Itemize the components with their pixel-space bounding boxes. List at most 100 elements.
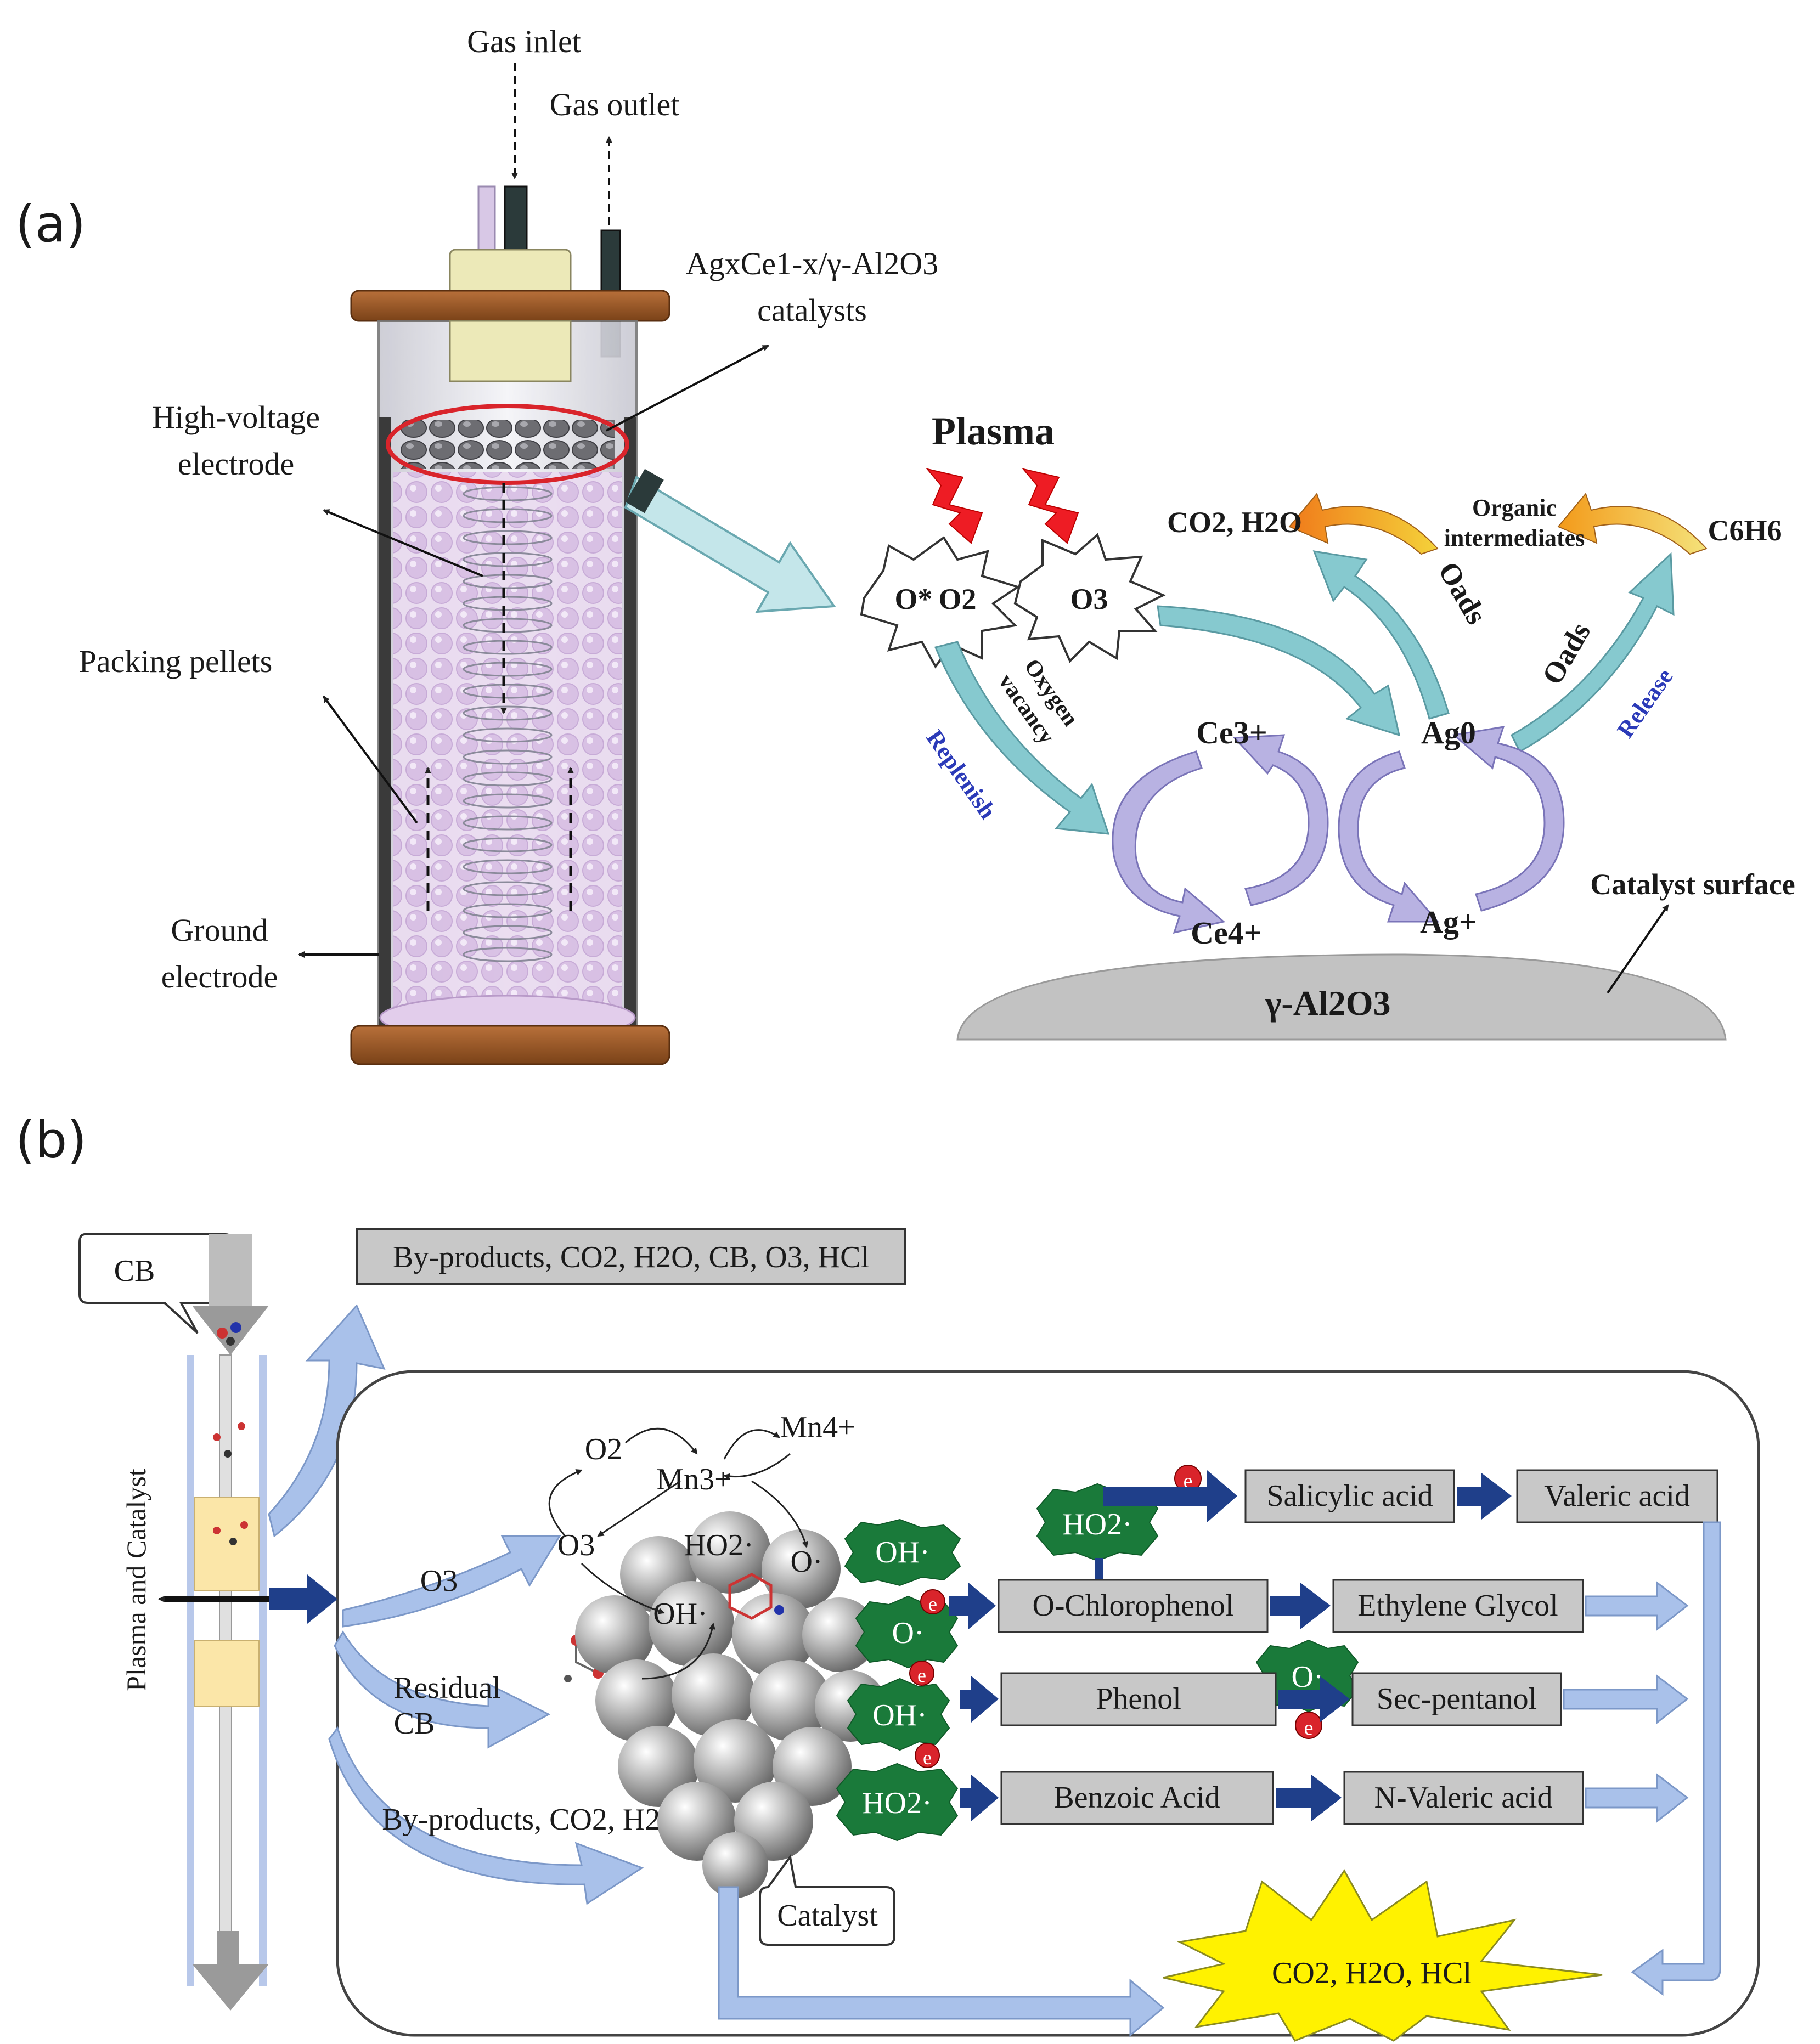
residual-cb-arrow: [334, 1630, 551, 1749]
tube-left-wall: [187, 1355, 194, 1986]
release-label: Release: [1611, 664, 1678, 743]
catalyst-highlight-ring: [386, 404, 629, 485]
svg-text:Sec-pentanol: Sec-pentanol: [1377, 1682, 1537, 1716]
o3-burst: [1013, 533, 1166, 663]
hv-pointer: [323, 509, 483, 577]
ground-electrode-label-2: electrode: [161, 959, 278, 995]
svg-text:O·: O·: [1291, 1660, 1323, 1694]
svg-text:e: e: [928, 1593, 937, 1615]
packing-pellets-label: Packing pellets: [79, 643, 273, 679]
secpentanol-box: [1351, 1672, 1562, 1726]
svg-text:Ethylene Glycol: Ethylene Glycol: [1357, 1589, 1558, 1623]
ho2-badge-bottom: [836, 1763, 959, 1842]
ag-cycle-left-arc: [1338, 750, 1440, 923]
panel-a-label: (a): [15, 195, 86, 253]
ce3-label: Ce3+: [1196, 715, 1267, 750]
bottom-flow-arrow: [718, 1886, 1165, 2037]
residual-cb-label-1: Residual: [393, 1671, 501, 1705]
catalyst-cluster: [575, 1511, 886, 1898]
catalyst-bed-upper: [194, 1497, 260, 1591]
tube-right-wall: [259, 1355, 267, 1986]
inlet-gradient: [209, 1234, 252, 1306]
svg-text:O-Chlorophenol: O-Chlorophenol: [1032, 1589, 1233, 1623]
dbd-reactor: [350, 185, 670, 1065]
catalyst-label-b: Catalyst: [777, 1899, 878, 1933]
svg-text:HO2·: HO2·: [1062, 1507, 1132, 1542]
outlet-arrow-head: [192, 1964, 269, 2011]
alumina-label: γ-Al2O3: [1264, 984, 1390, 1023]
ce-cycle-left-arc: [1112, 750, 1226, 934]
plasma-label: Plasma: [932, 409, 1055, 453]
catalyst-label-1: AgxCe1-x/γ-Al2O3: [686, 246, 939, 281]
svg-text:O·: O·: [892, 1616, 924, 1650]
navy-arrows: [949, 1470, 1512, 1821]
organic-intermediates-label-2: intermediates: [1444, 524, 1585, 551]
svg-text:OH·: OH·: [872, 1698, 927, 1732]
exit-arrows: [718, 1521, 1721, 2037]
oads-label-left: Oads: [1432, 556, 1494, 630]
electrons: e e e e e: [909, 1465, 1322, 1769]
lightning-1: [926, 468, 983, 544]
catalyst-bed-lower: [194, 1640, 260, 1707]
hv-bar: [165, 1596, 269, 1602]
svg-text:e: e: [917, 1664, 926, 1686]
valeric-down-arrow: [1631, 1521, 1721, 1996]
panel-b-label: (b): [15, 1111, 87, 1170]
svg-text:Valeric acid: Valeric acid: [1544, 1479, 1690, 1513]
oh-badge-1: [844, 1518, 961, 1586]
bottom-cap: [350, 1025, 670, 1065]
final-products-burst: [1163, 1869, 1603, 2042]
ag-cycle: [1338, 726, 1565, 923]
o3-feed-label: O3: [420, 1564, 458, 1598]
ce4-label: Ce4+: [1191, 915, 1262, 951]
ethylene-box: [1332, 1579, 1584, 1633]
o-radical-burst: [860, 536, 1021, 669]
catalyst-surface-pointer: [1607, 904, 1669, 994]
o2-label-b: O2: [585, 1432, 622, 1466]
c6h6-label: C6H6: [1708, 514, 1782, 547]
final-products-label: CO2, H2O, HCl: [1272, 1956, 1472, 1990]
catalyst-layer: [401, 420, 615, 469]
nvaleric-box: [1343, 1771, 1584, 1825]
gas-inlet-label: Gas inlet: [467, 24, 581, 59]
ce-cycle-right-arc: [1232, 734, 1329, 906]
hv-electrode-label-2: electrode: [178, 446, 295, 482]
hv-electrode-label-1: High-voltage: [152, 399, 320, 435]
valeric-box: [1516, 1469, 1718, 1523]
svg-text:Salicylic acid: Salicylic acid: [1266, 1479, 1433, 1513]
catalyst-surface-label: Catalyst surface: [1590, 868, 1795, 901]
ground-electrode-left: [379, 417, 391, 1026]
replenish-label: Replenish: [921, 725, 1002, 824]
mn-cycle-arrows: [548, 1427, 809, 1680]
o-dot-label-cluster: O·: [790, 1545, 822, 1579]
inlet-arrow-head: [192, 1306, 269, 1355]
catalyst-label-2: catalysts: [757, 292, 867, 328]
ground-electrode-right: [624, 417, 636, 1026]
chlorophenol-box: [998, 1579, 1269, 1633]
svg-text:e: e: [1304, 1716, 1314, 1740]
oh-badge-2: [847, 1678, 950, 1751]
phenol-box: [1000, 1672, 1277, 1726]
cb-label: CB: [114, 1254, 155, 1288]
product-boxes: Salicylic acid Valeric acid O-Chlorophen…: [998, 1469, 1718, 1825]
co2-h2o-label-a: CO2, H2O: [1167, 506, 1302, 539]
residual-cb-label-2: CB: [394, 1707, 435, 1741]
lightning-2: [1022, 468, 1079, 544]
mn3-label: Mn3+: [656, 1463, 731, 1497]
top-cap: [350, 290, 670, 322]
ground-electrode-label-1: Ground: [171, 912, 268, 948]
o-star-label: O*: [894, 583, 932, 616]
agp-label: Ag+: [1420, 904, 1477, 940]
svg-text:N-Valeric acid: N-Valeric acid: [1374, 1781, 1553, 1815]
plasma-catalyst-label: Plasma and Catalyst: [121, 1469, 151, 1691]
reactor-tube-b: [158, 1234, 269, 2011]
reactor-to-frame-arrow: [269, 1574, 337, 1624]
c6h6-to-organics-arrow: [1557, 492, 1708, 555]
mn4-label: Mn4+: [780, 1410, 855, 1444]
gas-outlet-label: Gas outlet: [550, 87, 680, 122]
organics-to-co2-arrow: [1288, 492, 1439, 555]
zoom-arrow-tail: [626, 468, 664, 513]
byproducts-top-label: By-products, CO2, H2O, CB, O3, HCl: [393, 1240, 869, 1274]
zoom-arrow: [624, 476, 836, 613]
